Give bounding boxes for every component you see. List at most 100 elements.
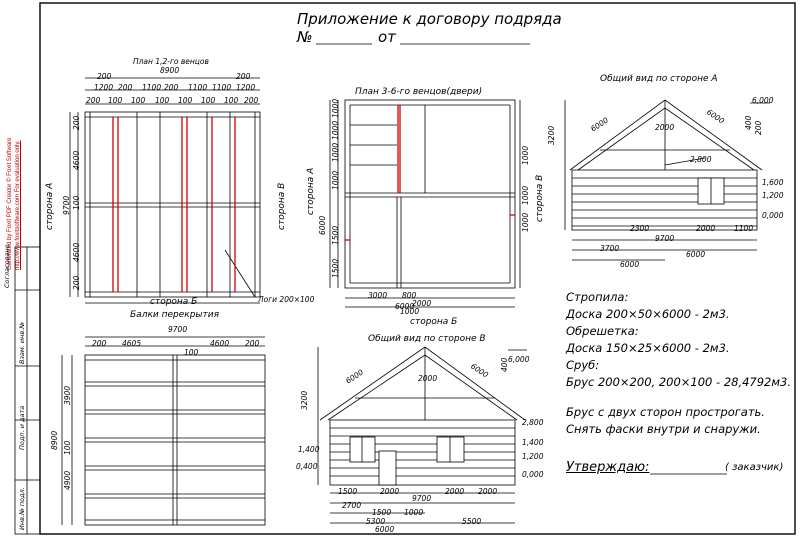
plan12-logs-label: Логи 200×100 [258,295,315,304]
plan36-right-dim: 1000 [521,185,530,205]
view-b-bottom-dim: 2700 [342,501,362,510]
view-a-level: 1,600 [762,178,784,187]
view-a-level: 0,000 [762,211,784,220]
spec-line: Сруб: [566,358,600,372]
view-a-dim: 6,000 [752,96,774,105]
view-b-bottom-dim: 2000 [380,487,400,496]
view-b-level: 1,400 [298,445,320,454]
approve-label: Утверждаю: [566,460,650,475]
view-b-dim: 6,000 [508,355,530,364]
view-a-bottom-dim: 6000 [620,260,640,269]
plan-1-2-red-studs [112,117,236,292]
stamp-agreed: Согласовано [3,244,11,288]
plan12-left-dim: 100 [72,195,81,210]
beams-dim: 4600 [210,339,230,348]
plan12-side-b: сторона Б [150,297,198,307]
beams-left-dim: 100 [63,440,72,455]
watermark-line-2: http://www.foxitsoftware.com For evaluat… [15,140,21,270]
view-b-bottom-dim: 1500 [372,508,392,517]
plan12-side-v: сторона В [277,182,287,230]
view-b-bottom-dim: 1500 [338,487,358,496]
plan-3-6-red-openings [345,105,515,241]
plan-1-2 [69,77,261,304]
plan12-dim: 1100 [142,83,162,92]
plan12-dim-row2: 100 [131,96,146,105]
plan36-bottom-dim: 6000 [395,302,415,311]
stamp-replace-inv: Взам. инв.№ [18,321,26,364]
plan36-right-dim: 1000 [521,212,530,232]
plan12-left-dim: 200 [72,115,81,130]
view-a-center: 2000 [655,123,675,132]
plan36-left-dim: 1500 [331,225,340,245]
view-b [317,346,527,524]
plan36-side-b: сторона Б [410,317,458,327]
plan36-left-dim: 6000 [318,215,327,235]
plan12-dim-row2: 100 [155,96,170,105]
spec-line: Брус 200×200, 200×100 - 28,4792м3. [566,375,792,389]
stamp-inv-no: Инв.№ подл. [18,487,26,530]
title-line-1: Приложение к договору подряда [297,10,562,28]
view-a-level-2800: 2,800 [690,155,712,164]
plan12-dim: 1100 [212,83,232,92]
view-b-bottom-dim: 2000 [445,487,465,496]
view-b-level: 0,000 [522,470,544,479]
plan12-dim: 1100 [188,83,208,92]
view-b-center: 2000 [418,374,438,383]
title-from-label: от [378,28,396,46]
spec-line: Доска 200×50×6000 - 2м3. [566,307,730,321]
beams-dim: 200 [245,339,260,348]
view-b-level: 1,400 [522,438,544,447]
plan12-side-a: сторона А [45,182,55,230]
plan12-dim: 200 [164,83,179,92]
view-b-height: 3200 [300,390,309,410]
plan12-left-dim: 4600 [72,150,81,170]
plan36-left-dim: 1500 [331,258,340,278]
plan12-height: 9700 [62,195,71,215]
view-b-bottom-dim: 6000 [375,525,395,534]
plan36-left-dim: 1000 [331,170,340,190]
stamp-sign-date: Подп. и дата [18,405,26,450]
plan12-dim: 200 [118,83,133,92]
view-a-bottom-dim: 6000 [686,250,706,259]
view-b-dim: 400 [500,357,509,372]
plan12-total-width: 8900 [160,66,180,75]
view-b-level: 1,200 [522,452,544,461]
view-a-bottom-dim: 2300 [630,224,650,233]
view-a [564,99,770,261]
view-b-bottom-dim: 5300 [366,517,386,526]
plan12-dim-row2: 200 [86,96,101,105]
plan12-dim: 1200 [94,83,114,92]
plan12-dim-row2: 100 [201,96,216,105]
view-a-bottom-dim: 1100 [734,224,754,233]
view-a-dim: 200 [754,120,763,135]
beams-total-width: 9700 [168,325,188,334]
plan12-left-dim: 4600 [72,242,81,262]
view-b-bottom-dim: 2000 [478,487,498,496]
plan12-dim-row2: 100 [108,96,123,105]
beams-left-dim: 4900 [63,470,72,490]
plan12-dim-top: 200 [97,72,112,81]
plan12-title: План 1,2-го венцов [133,57,209,66]
plan36-title: План 3-6-го венцов(двери) [355,87,483,97]
view-b-level: 2,800 [522,418,544,427]
view-b-bottom-dim: 1000 [404,508,424,517]
beams-left-dim: 8900 [50,430,59,450]
plan12-dim-top: 200 [236,72,251,81]
view-b-bottom-dim: 5500 [462,517,482,526]
beams-plan [61,336,266,526]
spec-line: Доска 150×25×6000 - 2м3. [566,341,730,355]
view-a-title: Общий вид по стороне А [600,74,718,84]
plan36-left-dim: 1000 [331,142,340,162]
approve-who: ( заказчик) [725,462,784,473]
beams-dim: 4605 [122,339,142,348]
beams-dim: 100 [184,348,199,357]
beams-title: Балки перекрытия [130,310,220,320]
plan36-left-dim: 1000 [331,98,340,118]
beams-left-dim: 3900 [63,385,72,405]
view-b-level: 0,400 [296,462,318,471]
stamp-block [14,246,41,535]
plan36-left-dim: 1000 [331,120,340,140]
view-a-dim: 400 [744,115,753,130]
plan36-bottom-dim: 1000 [400,307,420,316]
